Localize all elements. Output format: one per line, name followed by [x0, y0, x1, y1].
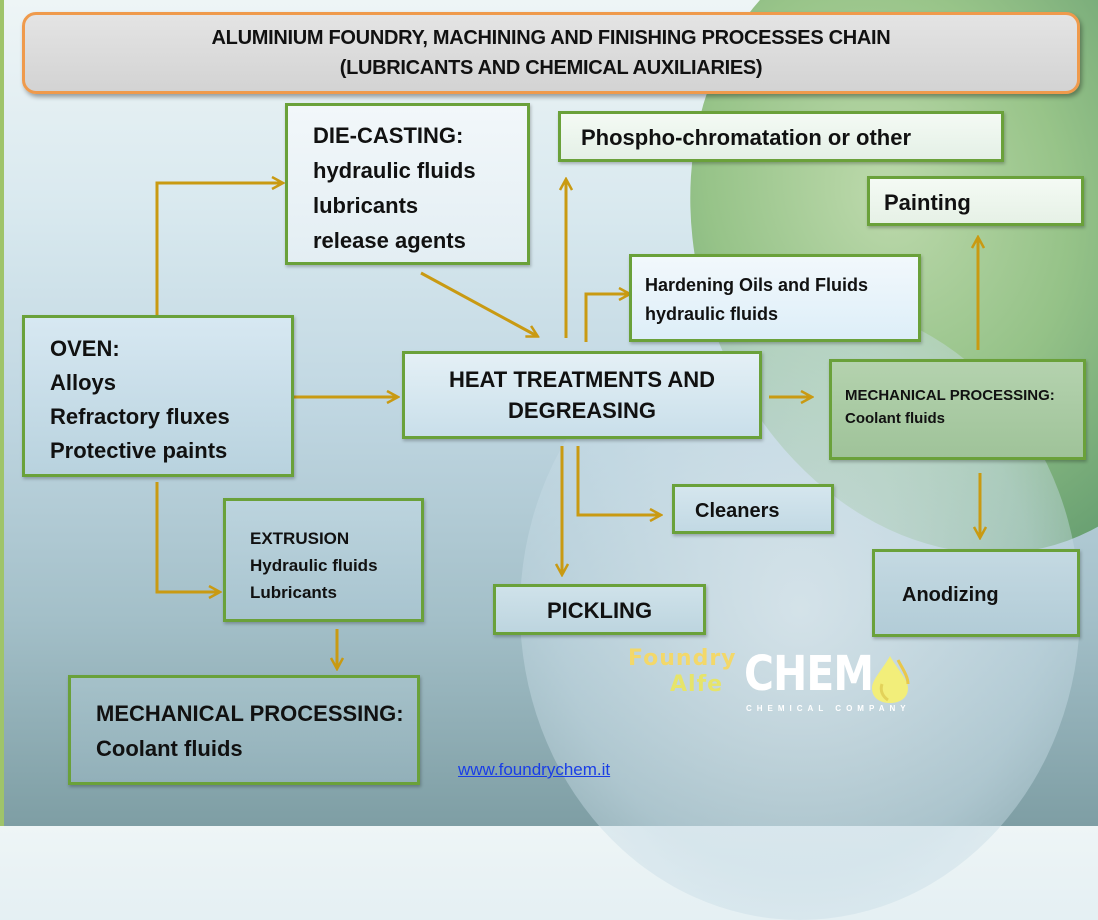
arrow-heat-to-cleaners [576, 446, 660, 515]
node-heat-title-1: HEAT TREATMENTS AND [448, 367, 716, 392]
title-line-2: (LUBRICANTS AND CHEMICAL AUXILIARIES) [339, 57, 763, 79]
node-mechanical-right-item: Coolant fluids [845, 410, 945, 427]
foundry-alfe-chem-logo: Foundry Alfe CHEM CHEMICAL COMPANY [628, 646, 928, 720]
node-mechanical-left-title: MECHANICAL PROCESSING: [96, 701, 404, 726]
node-anodizing-label: Anodizing [902, 584, 999, 606]
node-die-casting-item: hydraulic fluids [313, 158, 476, 183]
logo-tagline: CHEMICAL COMPANY [746, 704, 911, 713]
node-mechanical-left-item: Coolant fluids [96, 736, 243, 761]
node-extrusion-item: Lubricants [250, 583, 337, 602]
node-oven-item: Alloys [50, 370, 117, 395]
node-die-casting-title: DIE-CASTING: [313, 123, 464, 148]
node-die-casting: DIE-CASTING: hydraulic fluids lubricants… [285, 103, 530, 265]
node-painting-label: Painting [884, 190, 971, 215]
node-heat-treatments: HEAT TREATMENTS AND DEGREASING [402, 351, 762, 439]
node-pickling: PICKLING [493, 584, 706, 635]
arrow-die-casting-to-heat-treatments [420, 271, 537, 336]
node-hardening-title: Hardening Oils and Fluids [645, 275, 869, 295]
node-extrusion-title: EXTRUSION [250, 529, 350, 548]
node-painting: Painting [867, 176, 1084, 226]
node-heat-title-2: DEGREASING [508, 398, 656, 423]
node-hardening-item: hydraulic fluids [645, 304, 779, 324]
oil-drop-icon [872, 656, 910, 703]
node-cleaners-label: Cleaners [695, 500, 780, 522]
node-phospho-label: Phospho-chromatation or other [581, 125, 911, 150]
arrow-heat-to-hardening [584, 294, 629, 342]
title-line-1: ALUMINIUM FOUNDRY, MACHINING AND FINISHI… [211, 27, 891, 49]
node-phospho-chromatation: Phospho-chromatation or other [558, 111, 1004, 162]
node-mechanical-processing-right: MECHANICAL PROCESSING: Coolant fluids [829, 359, 1086, 460]
node-oven-item: Refractory fluxes [50, 404, 230, 429]
page-title: ALUMINIUM FOUNDRY, MACHINING AND FINISHI… [22, 12, 1080, 94]
node-die-casting-item: release agents [313, 228, 466, 253]
arrow-oven-to-die-casting [155, 183, 282, 315]
node-hardening: Hardening Oils and Fluids hydraulic flui… [629, 254, 921, 342]
logo-word-alfe: Alfe [670, 672, 724, 697]
arrow-oven-to-extrusion [155, 482, 219, 592]
node-pickling-label: PICKLING [546, 598, 653, 623]
node-mechanical-processing-left: MECHANICAL PROCESSING: Coolant fluids [68, 675, 420, 785]
node-extrusion: EXTRUSION Hydraulic fluids Lubricants [223, 498, 424, 622]
website-link[interactable]: www.foundrychem.it [458, 760, 611, 779]
left-accent-bar [0, 0, 4, 826]
node-extrusion-item: Hydraulic fluids [250, 556, 378, 575]
node-anodizing: Anodizing [872, 549, 1080, 637]
node-mechanical-right-title: MECHANICAL PROCESSING: [845, 387, 1055, 404]
logo-word-foundry: Foundry [628, 646, 737, 671]
logo-word-chem: CHEM [744, 646, 874, 702]
node-die-casting-item: lubricants [313, 193, 419, 218]
node-oven-title: OVEN: [50, 336, 120, 361]
node-oven: OVEN: Alloys Refractory fluxes Protectiv… [22, 315, 294, 477]
node-oven-item: Protective paints [50, 438, 228, 463]
node-cleaners: Cleaners [672, 484, 834, 534]
